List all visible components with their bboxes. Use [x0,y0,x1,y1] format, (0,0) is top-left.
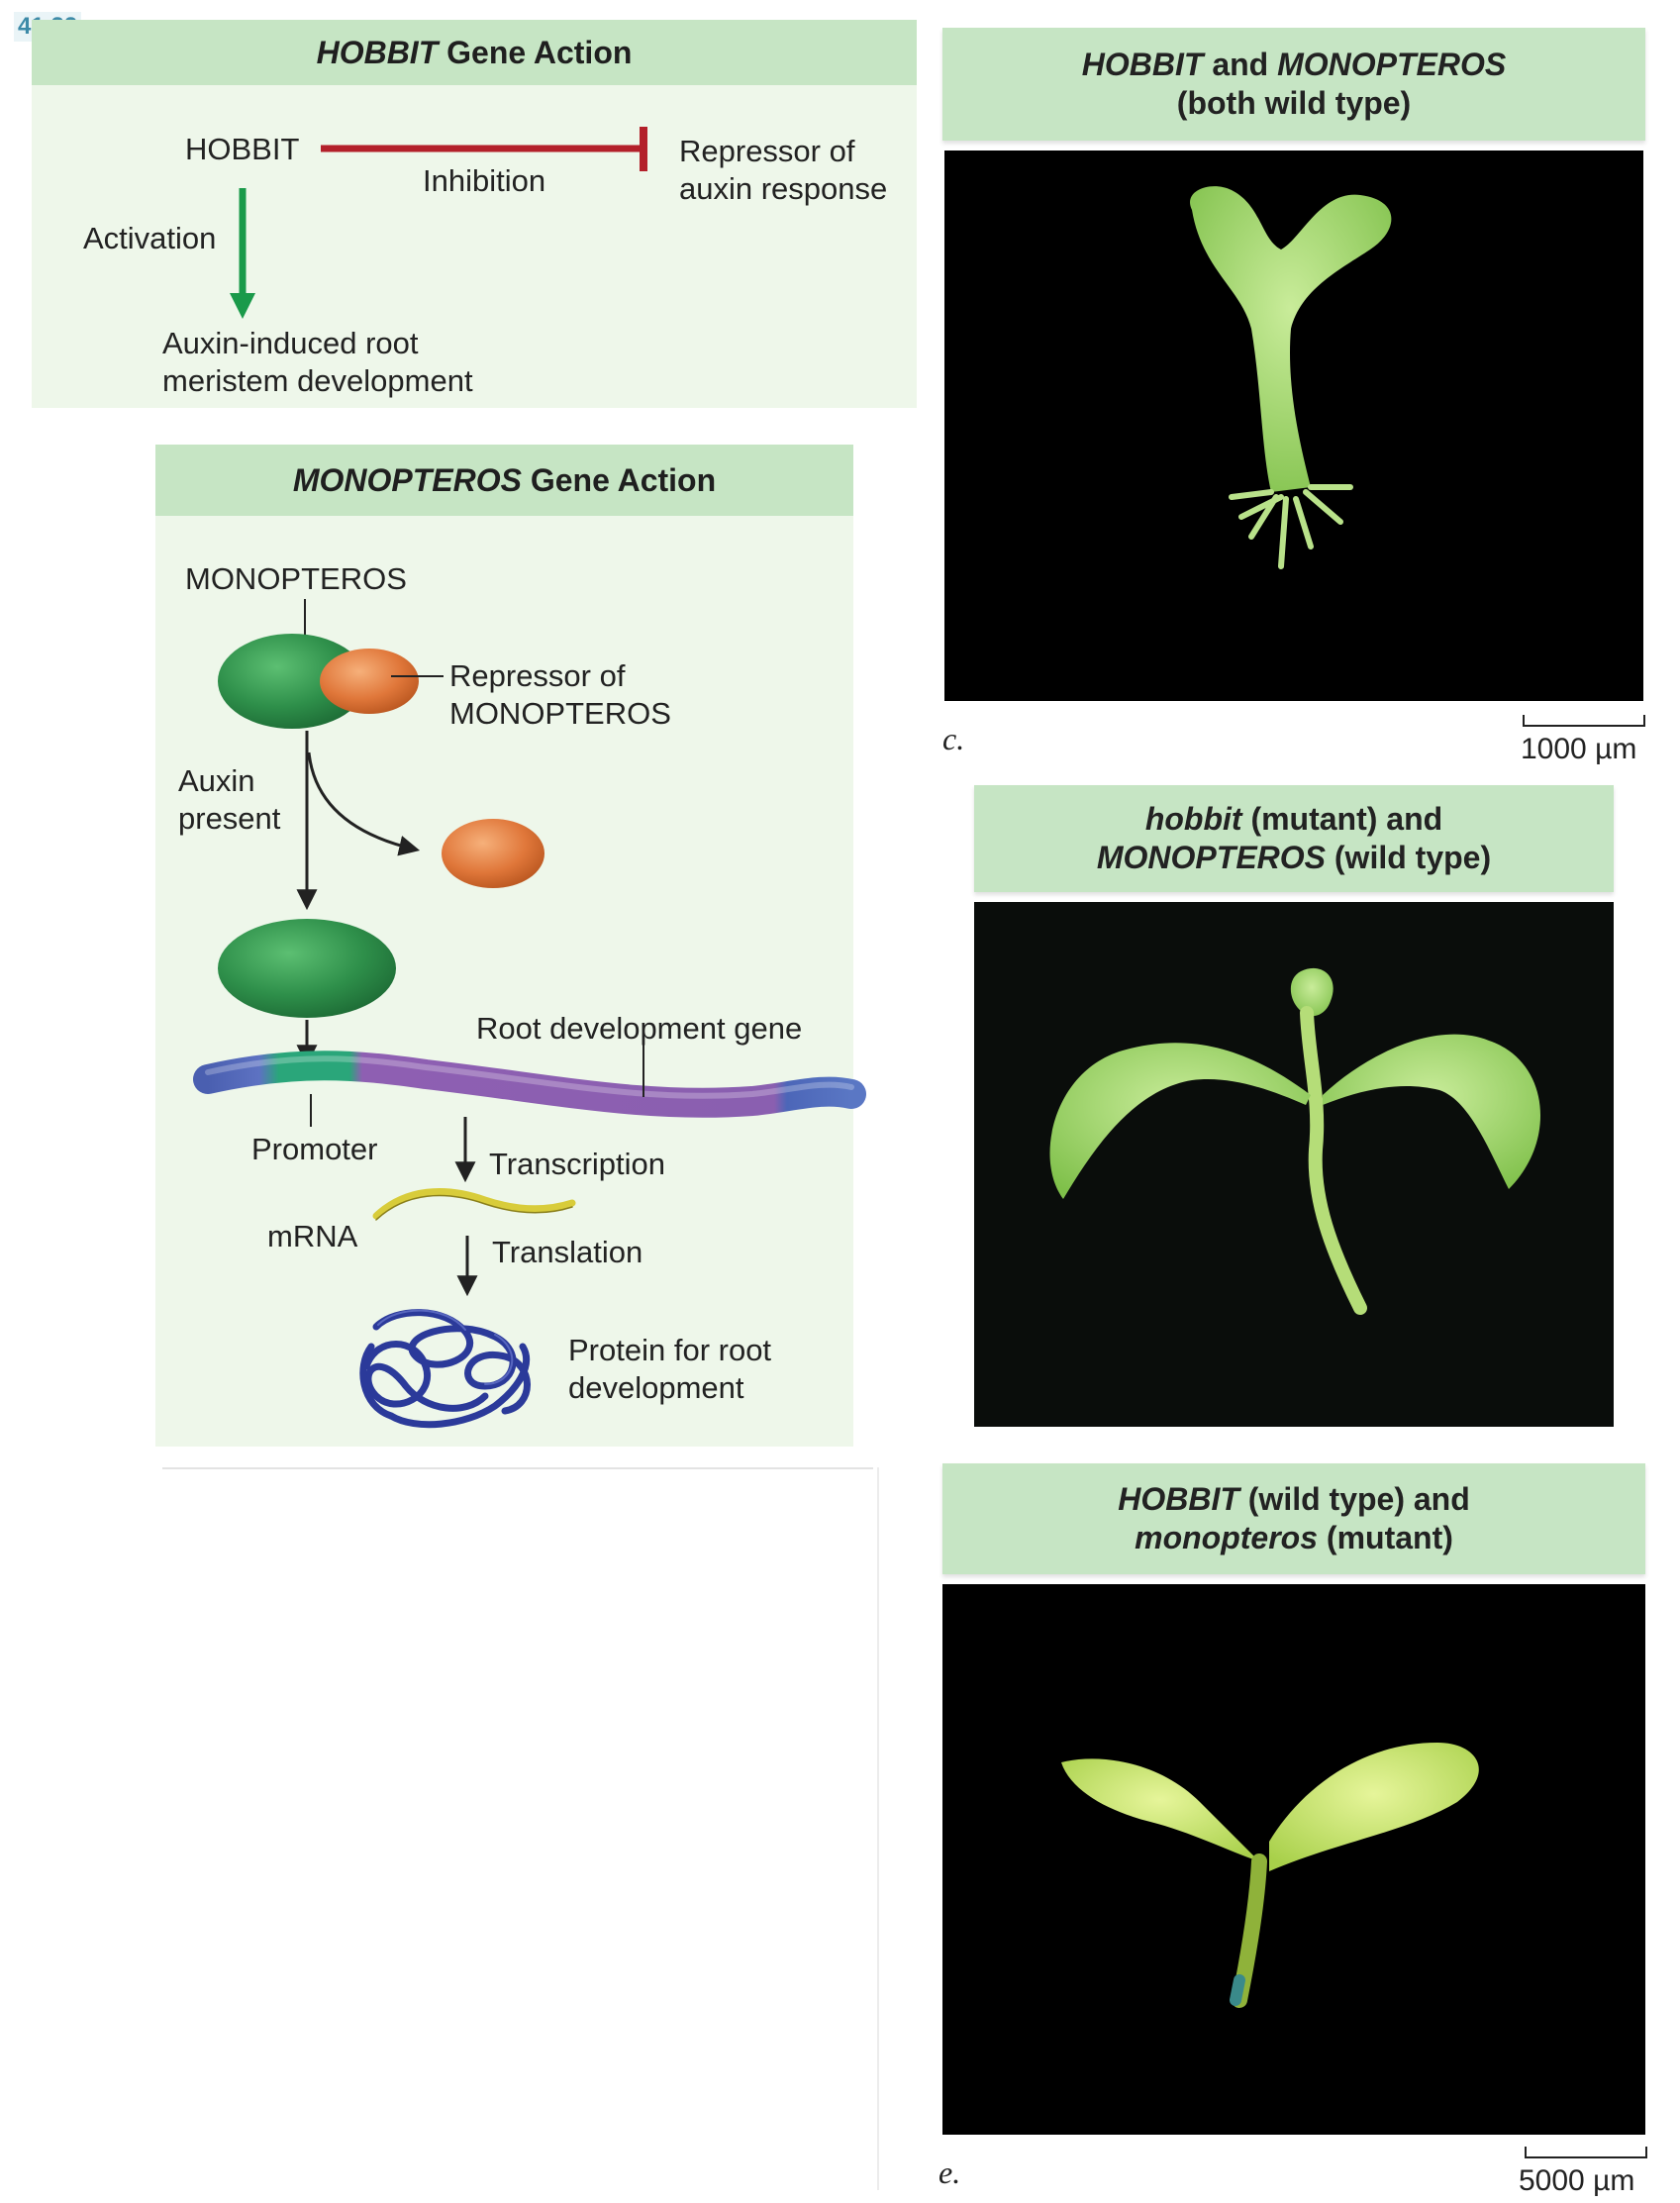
root-gene-label: Root development gene [476,1011,803,1046]
folded-protein [359,1309,531,1429]
seedling-c-image [1190,186,1392,569]
monopteros-active [218,919,396,1018]
seedling-c-roots [1229,484,1353,569]
scale-label-c: 1000 µm [1521,733,1637,765]
scale-bar-e [1525,2147,1647,2158]
seedling-d-right-leaf [1323,1034,1541,1189]
protein-label: Protein for root development [568,1333,772,1405]
activation-arrowhead [230,293,255,319]
seedling-c-body [1190,186,1392,492]
monopteros-label: MONOPTEROS [185,561,407,596]
seedling-d-left-leaf [1049,1043,1311,1199]
photo-d-header: hobbit (mutant) and MONOPTEROS (wild typ… [974,785,1614,892]
mrna-label: mRNA [267,1219,358,1253]
scale-bar-c [1523,715,1645,727]
panel-letter-c: c. [942,721,965,756]
activation-label: Activation [83,221,217,255]
root-meristem-label: Auxin-induced root meristem development [162,326,473,398]
seedling-e-image [1061,1743,1479,2008]
monopteros-protein [218,634,366,729]
photo-c [944,150,1643,701]
inhibition-label: Inhibition [423,163,546,198]
mrna-strand [372,1188,576,1220]
hobbit-label: HOBBIT [185,132,300,166]
translation-label: Translation [492,1235,643,1269]
divider-vertical [877,1467,879,2190]
photo-d [974,902,1614,1427]
dna-strand [193,1051,866,1118]
scale-label-e: 5000 µm [1519,2164,1635,2197]
promoter-label: Promoter [251,1132,378,1166]
auxin-repressor-label: Repressor of auxin response [679,134,888,206]
dna-highlight [205,1055,854,1099]
monopteros-repressor [320,649,419,714]
seedling-d-image [1049,967,1541,1315]
seedling-e-right-cotyledon [1269,1743,1479,1871]
hobbit-panel-title: HOBBIT Gene Action [32,20,917,85]
monopteros-repressor-label: Repressor of MONOPTEROS [449,658,671,731]
photo-c-header: HOBBIT and MONOPTEROS (both wild type) [942,28,1645,141]
seedling-d-stem [1300,1006,1367,1315]
panel-letter-e: e. [939,2154,961,2190]
monopteros-panel-title: MONOPTEROS Gene Action [155,445,853,516]
seedling-e-base [1230,1974,1245,2006]
photo-e [942,1584,1645,2135]
auxin-present-label: Auxin present [178,763,281,836]
transcription-label: Transcription [489,1147,666,1181]
photo-e-header: HOBBIT (wild type) and monopteros (mutan… [942,1463,1645,1574]
released-repressor [442,819,544,888]
divider-horizontal [162,1467,873,1469]
seedling-d-apical-leaf [1290,967,1334,1017]
release-arrow [307,751,421,856]
seedling-e-left-cotyledon [1061,1758,1259,1861]
mrna-edge [375,1194,573,1221]
